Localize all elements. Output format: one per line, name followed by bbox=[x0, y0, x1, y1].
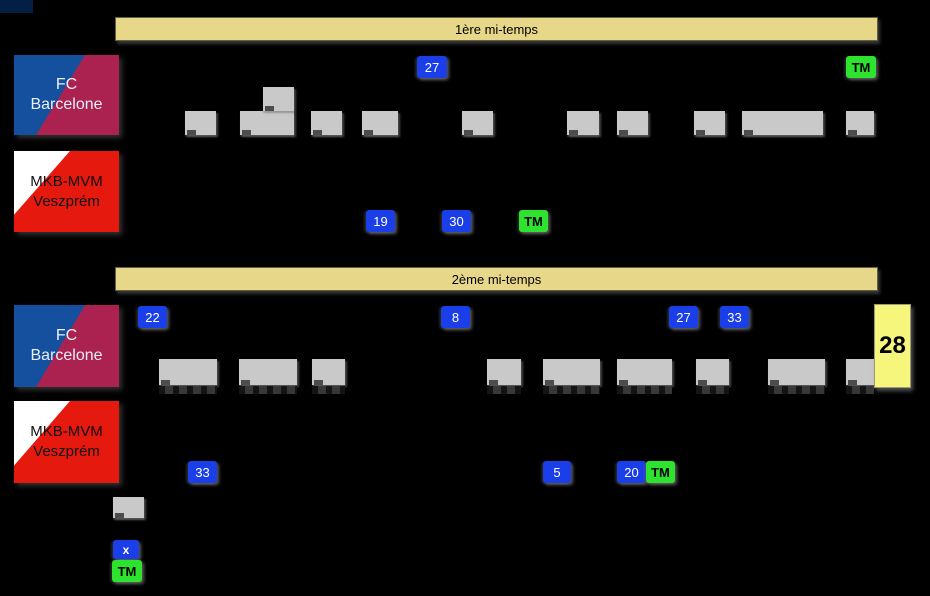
veszprem-crest-first-half: MKB-MVM Veszprém bbox=[14, 151, 119, 232]
veszprem-crest-second-half: MKB-MVM Veszprém bbox=[14, 401, 119, 483]
team-timeout-badge: TM bbox=[519, 210, 548, 232]
goal-marker bbox=[462, 111, 493, 135]
screen-artifact bbox=[0, 0, 33, 13]
two-minute-suspension-badge: 33 bbox=[188, 461, 217, 483]
final-score-badge: 28 bbox=[874, 304, 911, 388]
goal-marker bbox=[567, 111, 599, 135]
team-timeout-badge: TM bbox=[846, 56, 876, 78]
legend-timeout-badge: TM bbox=[112, 560, 142, 582]
goal-marker bbox=[362, 111, 398, 135]
goal-marker bbox=[696, 359, 729, 385]
goal-marker bbox=[240, 111, 294, 135]
goal-marker bbox=[263, 87, 294, 111]
team-name-line: Veszprém bbox=[33, 443, 100, 460]
team-name-line: FC bbox=[55, 327, 78, 344]
goal-marker bbox=[768, 359, 825, 385]
team-name-line: FC bbox=[55, 76, 78, 93]
second-half-title: 2ème mi-temps bbox=[451, 271, 542, 287]
text-shadow-artifact bbox=[543, 386, 600, 394]
two-minute-suspension-badge: 30 bbox=[442, 210, 471, 232]
goal-marker bbox=[487, 359, 521, 385]
team-name-line: Barcelone bbox=[30, 96, 103, 113]
text-shadow-artifact bbox=[159, 386, 217, 394]
team-name-line: MKB-MVM bbox=[30, 172, 103, 190]
goal-marker bbox=[617, 359, 672, 385]
first-half-title: 1ère mi-temps bbox=[454, 21, 539, 37]
goal-marker bbox=[239, 359, 297, 385]
goal-marker bbox=[617, 111, 648, 135]
goal-marker bbox=[846, 111, 874, 135]
barcelona-crest-icon bbox=[14, 305, 119, 387]
team-timeout-badge: TM bbox=[646, 461, 675, 483]
two-minute-suspension-badge: 27 bbox=[669, 306, 698, 328]
legend-suspension-badge: x bbox=[113, 540, 139, 559]
veszprem-crest-icon bbox=[14, 151, 119, 232]
text-shadow-artifact bbox=[768, 386, 825, 394]
text-shadow-artifact bbox=[617, 386, 672, 394]
legend-goal-marker bbox=[113, 497, 144, 518]
goal-marker bbox=[185, 111, 216, 135]
barcelona-crest-first-half: FC Barcelone bbox=[14, 55, 119, 135]
text-shadow-artifact bbox=[696, 386, 729, 394]
goal-marker bbox=[846, 359, 874, 385]
two-minute-suspension-badge: 5 bbox=[543, 461, 571, 483]
goal-marker bbox=[312, 359, 345, 385]
text-shadow-artifact bbox=[312, 386, 345, 394]
two-minute-suspension-badge: 22 bbox=[138, 306, 167, 328]
barcelona-crest-icon bbox=[14, 55, 119, 135]
text-shadow-artifact bbox=[487, 386, 521, 394]
two-minute-suspension-badge: 27 bbox=[417, 56, 447, 78]
goal-marker bbox=[694, 111, 725, 135]
two-minute-suspension-badge: 19 bbox=[366, 210, 395, 232]
text-shadow-artifact bbox=[239, 386, 297, 394]
goal-marker bbox=[742, 111, 823, 135]
first-half-header: 1ère mi-temps bbox=[115, 17, 878, 41]
team-name-line: MKB-MVM bbox=[30, 423, 103, 440]
two-minute-suspension-badge: 8 bbox=[441, 306, 470, 328]
second-half-header: 2ème mi-temps bbox=[115, 267, 878, 291]
team-name-line: Veszprém bbox=[33, 192, 100, 210]
two-minute-suspension-badge: 20 bbox=[617, 461, 646, 483]
two-minute-suspension-badge: 33 bbox=[720, 306, 749, 328]
goal-marker bbox=[543, 359, 600, 385]
goal-marker bbox=[311, 111, 342, 135]
text-shadow-artifact bbox=[846, 386, 874, 394]
barcelona-crest-second-half: FC Barcelone bbox=[14, 305, 119, 387]
team-name-line: Barcelone bbox=[30, 347, 103, 364]
goal-marker bbox=[159, 359, 217, 385]
veszprem-crest-icon bbox=[14, 401, 119, 483]
